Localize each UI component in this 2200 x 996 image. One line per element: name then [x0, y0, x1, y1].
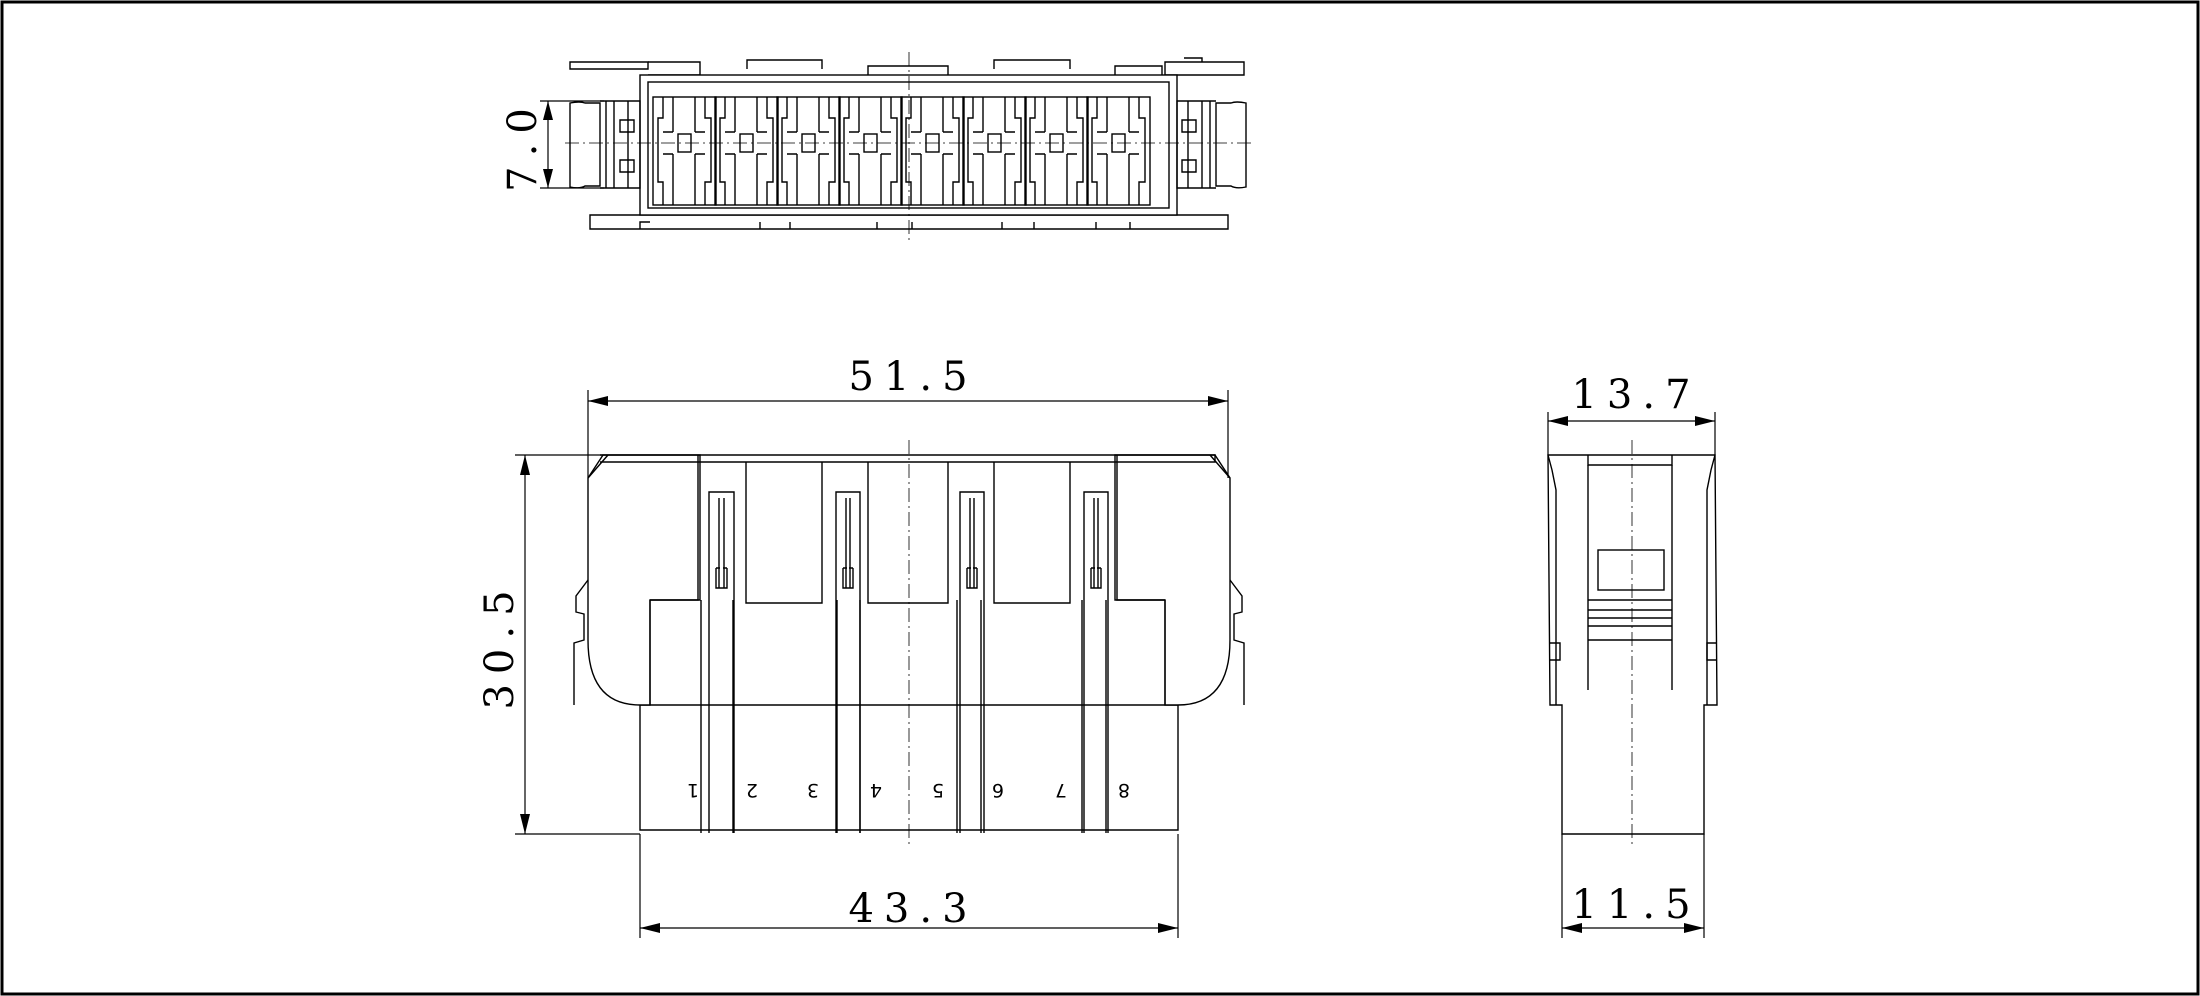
front-pin-slot: [1083, 491, 1109, 833]
front-pin-slot: [708, 491, 735, 833]
front-window: [993, 462, 1071, 604]
top-view-cavities: [652, 96, 1151, 206]
dim-label-side-width: 13.7: [1571, 372, 1700, 418]
top-cavity: [900, 96, 965, 206]
top-cavity: [776, 96, 841, 206]
top-cavity: [1024, 96, 1089, 206]
top-cavity: [962, 96, 1027, 206]
dim-label-side-body-width: 11.5: [1571, 882, 1700, 928]
top-cavity: [1086, 96, 1151, 206]
left-latch: [569, 100, 641, 189]
dim-label-height: 30.5: [477, 580, 523, 709]
dimension-side-body-width: 11.5: [1561, 834, 1705, 938]
dimension-overall-width: 51.5: [587, 354, 1229, 478]
front-window: [745, 462, 823, 604]
pin-label-7: 7: [1055, 779, 1067, 801]
pin-label-4: 4: [870, 779, 882, 801]
dimension-body-width: 43.3: [639, 834, 1179, 938]
front-window: [867, 462, 949, 604]
top-cavity: [652, 96, 717, 206]
pin-label-8: 8: [1118, 779, 1130, 801]
dim-label-top-height: 7.0: [500, 98, 546, 192]
top-view: [565, 52, 1255, 240]
pin-labels: 1 2 3 4 5 6 7 8: [687, 779, 1130, 801]
pin-label-6: 6: [992, 779, 1004, 801]
dim-label-overall-width: 51.5: [848, 354, 977, 400]
pin-label-2: 2: [746, 779, 758, 801]
dimension-side-width: 13.7: [1547, 372, 1716, 455]
dimension-top-height: 7.0: [500, 98, 604, 192]
pin-label-5: 5: [932, 779, 944, 801]
dimension-height: 30.5: [477, 454, 640, 835]
front-pin-slot: [959, 491, 985, 833]
top-cavity: [838, 96, 903, 206]
dim-label-body-width: 43.3: [848, 886, 977, 932]
right-latch: [1176, 100, 1247, 189]
pin-label-1: 1: [687, 779, 699, 801]
side-view: [1547, 440, 1718, 845]
front-view-pin-channels: [700, 462, 1109, 833]
pin-label-3: 3: [807, 779, 819, 801]
front-view: 1 2 3 4 5 6 7 8: [573, 440, 1245, 845]
